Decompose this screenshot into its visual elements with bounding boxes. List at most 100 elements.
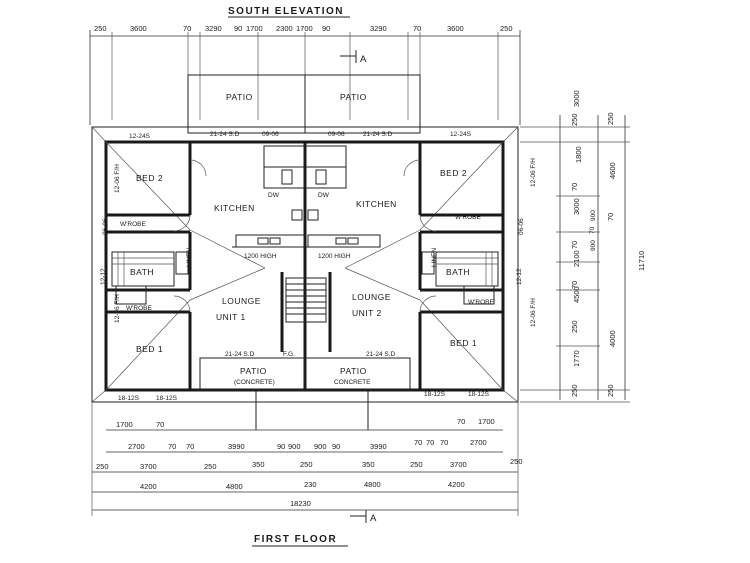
room-labels: BED 2 KITCHEN KITCHEN BED 2 W'ROBE W'ROB…: [120, 168, 494, 354]
dim-right-5: 70: [570, 241, 579, 249]
dw-label-right: DW: [318, 192, 330, 199]
wrobe-right-top: W'ROBE: [455, 214, 481, 221]
bench-height-right: 1200 HIGH: [318, 253, 351, 260]
dim-b2-10: 70: [426, 438, 434, 447]
dim-top-11: 3600: [447, 24, 464, 33]
win-bottom-0: 18-12S: [118, 395, 140, 402]
sd-right-bottom: 21-24 S.D: [366, 351, 396, 358]
dim-right-7: 70: [570, 281, 579, 289]
dim-b1-3: 1700: [478, 417, 495, 426]
dim-b2-1: 70: [168, 442, 176, 451]
top-patio-outline: PATIO PATIO: [187, 74, 421, 134]
dim-b3-6: 250: [410, 460, 423, 469]
bench-height-left: 1200 HIGH: [244, 253, 277, 260]
section-label-top: A: [360, 54, 367, 65]
dim-right-10: 1770: [572, 350, 581, 367]
laundry-cabinets: DW DW: [263, 145, 347, 221]
dim-b3-2: 250: [204, 462, 217, 471]
bathroom-left: BATH LINEN: [111, 248, 193, 305]
win-top-0: 12-24S: [129, 133, 151, 140]
dim-b2-9: 70: [414, 438, 422, 447]
dim-right-8: 4500: [572, 286, 581, 303]
drawing-title-bottom: FIRST FLOOR: [254, 534, 337, 545]
wrobe-right-bottom: W'ROBE: [468, 299, 494, 306]
dim-b4-0: 4200: [140, 482, 157, 491]
dim-b2-5: 900: [288, 442, 301, 451]
dim-top-4: 90: [234, 24, 242, 33]
dim-top-3: 3290: [205, 24, 222, 33]
dim-top-7: 1700: [296, 24, 313, 33]
bath-label-left: BATH: [130, 267, 154, 277]
unit2-label: UNIT 2: [352, 308, 382, 318]
dim-inner-0: 250: [606, 112, 615, 125]
dim-top-12: 250: [500, 24, 513, 33]
dim-inner-3: 4000: [608, 330, 617, 347]
dim-right-0: 250: [570, 113, 579, 126]
bed1-right: BED 1: [450, 338, 477, 348]
dim-right-1: 3000: [572, 90, 581, 107]
door-swings: [173, 159, 437, 313]
dim-top-0: 250: [94, 24, 107, 33]
win-bottom-1: 18-12S: [156, 395, 178, 402]
dim-b2-12: 2700: [470, 438, 487, 447]
dim-b2-7: 90: [332, 442, 340, 451]
dim-b1-1: 70: [156, 420, 164, 429]
window-codes: 12-24S 21-24 S.D 09-06 09-06 21-24 S.D 1…: [100, 131, 537, 402]
bed2-left: BED 2: [136, 173, 163, 183]
bathroom-right: BATH LINEN: [421, 248, 499, 305]
patio-bottom-right-sub: CONCRETE: [334, 379, 371, 386]
dim-right-small-2: 900: [590, 240, 597, 251]
dim-b2-4: 90: [277, 442, 285, 451]
dim-b2-11: 70: [440, 438, 448, 447]
dim-top-6: 2300: [276, 24, 293, 33]
dim-right-total: 11710: [637, 251, 646, 271]
dim-b2-8: 3990: [370, 442, 387, 451]
win-top-2: 09-06: [262, 131, 279, 138]
dim-b3-1: 3700: [140, 462, 157, 471]
dim-inner-2: 70: [606, 213, 615, 221]
dim-b4-1: 4800: [226, 482, 243, 491]
fg-label: F.G.: [283, 351, 295, 358]
wrobe-left-bottom: W'ROBE: [126, 305, 152, 312]
bath-label-right: BATH: [446, 267, 470, 277]
dim-b3-3: 350: [252, 460, 265, 469]
win-top-1: 21-24 S.D: [210, 131, 240, 138]
dim-right-small-1: 70: [589, 226, 596, 234]
lounge-left: LOUNGE: [222, 296, 261, 306]
patio-bottom-left-sub: (CONCRETE): [234, 379, 275, 386]
patio-label-left: PATIO: [226, 92, 253, 102]
bed2-right: BED 2: [440, 168, 467, 178]
dim-right-9: 250: [570, 320, 579, 333]
wrobe-left-top: W'ROBE: [120, 221, 146, 228]
right-dimension-chains: 250 3000 1800 70 3000 70 2100 70 4500 25…: [520, 90, 646, 403]
dim-inner-1: 4600: [608, 162, 617, 179]
section-marker-top: A: [340, 50, 367, 65]
dim-right-11: 250: [570, 384, 579, 397]
dim-b4-3: 4800: [364, 480, 381, 489]
patio-bottom-right: PATIO: [340, 366, 367, 376]
dim-top-5: 1700: [246, 24, 263, 33]
win-right-2: 12-12: [516, 268, 523, 285]
dim-inner-4: 250: [606, 384, 615, 397]
dim-right-6: 2100: [572, 250, 581, 267]
win-top-5: 12-24S: [450, 131, 472, 138]
dim-top-9: 3290: [370, 24, 387, 33]
dim-top-2: 70: [183, 24, 191, 33]
internal-walls: [106, 142, 503, 390]
win-top-4: 21-24 S.D: [363, 131, 393, 138]
linen-label-right: LINEN: [431, 248, 438, 267]
dim-right-2: 1800: [574, 146, 583, 163]
bottom-dimension-chains: 1700 70 70 1700 2700 70 70 3990 90 900 9…: [91, 402, 523, 516]
dim-b3-7: 3700: [450, 460, 467, 469]
unit1-label: UNIT 1: [216, 312, 246, 322]
linen-label-left: LINEN: [186, 248, 193, 267]
dim-right-small-0: 900: [590, 210, 597, 221]
drawing-title-top: SOUTH ELEVATION: [228, 6, 344, 17]
win-right-0: 12-06 F/H: [530, 158, 537, 187]
kitchen-right: KITCHEN: [356, 199, 397, 209]
win-right-3: 12-06 F/H: [530, 298, 537, 327]
win-left-2: 12-12: [100, 268, 107, 285]
kitchen-benches: 1200 HIGH 1200 HIGH: [235, 234, 381, 260]
bed1-left: BED 1: [136, 344, 163, 354]
